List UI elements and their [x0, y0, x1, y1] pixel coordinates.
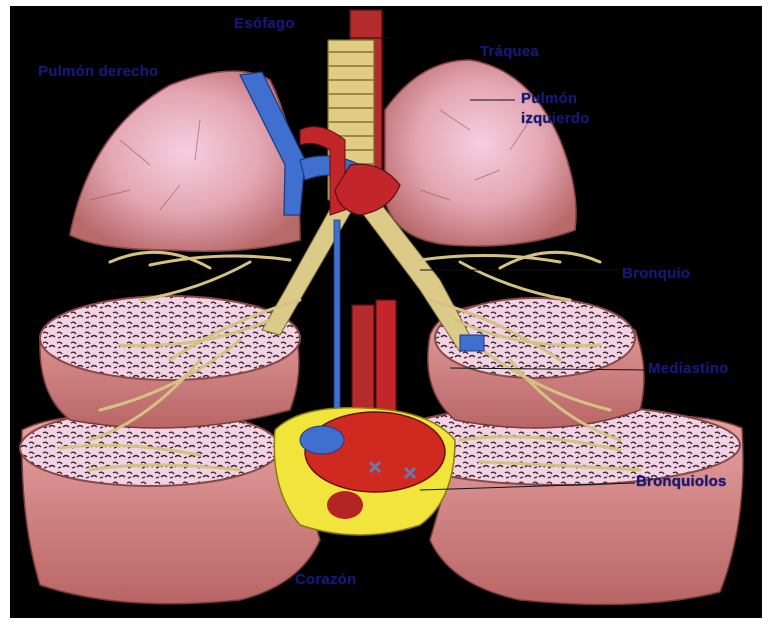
label-bronquiolos: Bronquiolos [636, 473, 727, 490]
label-corazon: Corazón [295, 571, 356, 588]
label-pulmon-izquierdo-line1: Pulmón [521, 90, 577, 107]
label-bronquio: Bronquio [622, 265, 690, 282]
label-pulmon-izquierdo-line2: izquierdo [521, 110, 589, 127]
label-pulmon-derecho: Pulmón derecho [38, 63, 158, 80]
heart [274, 408, 455, 535]
label-mediastino: Mediastino [648, 360, 728, 377]
left-lung-upper [385, 60, 576, 246]
label-esofago: Esófago [234, 15, 295, 32]
label-traquea: Tráquea [480, 43, 539, 60]
